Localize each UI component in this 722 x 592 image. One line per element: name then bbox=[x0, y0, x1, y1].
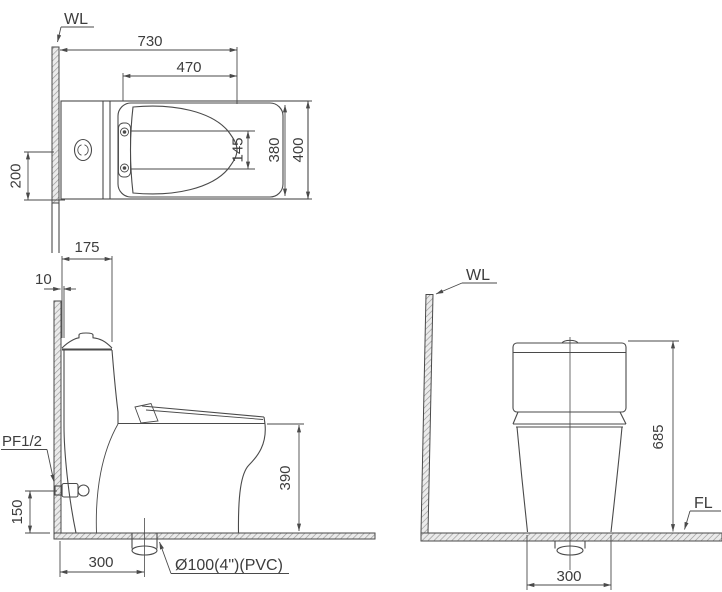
top-view-wall bbox=[51, 46, 60, 253]
supply-label: PF1/2 bbox=[2, 433, 42, 450]
dim-470-label: 470 bbox=[176, 59, 201, 76]
dim-685-label: 685 bbox=[650, 424, 667, 449]
dimension-200: 200 bbox=[8, 151, 65, 201]
drain-label: Ø100(4")(PVC) bbox=[175, 557, 283, 574]
side-view: 175 10 bbox=[1, 239, 376, 577]
dimension-175: 175 bbox=[61, 239, 113, 342]
floor-line-callout: FL bbox=[684, 495, 721, 530]
rear-view-floor bbox=[420, 532, 722, 542]
side-view-drain-pipe bbox=[131, 518, 158, 577]
dimension-470: 470 bbox=[122, 59, 238, 101]
rear-wall-line-label: WL bbox=[466, 267, 490, 284]
dimension-300-side: 300 bbox=[59, 541, 145, 577]
dimension-390: 390 bbox=[267, 423, 304, 532]
dimension-380: 380 bbox=[266, 104, 288, 197]
dimension-300-rear: 300 bbox=[526, 535, 612, 590]
dim-150-label: 150 bbox=[9, 499, 26, 524]
top-view-wall-line-callout: WL bbox=[57, 11, 94, 43]
side-view-floor bbox=[53, 532, 376, 540]
side-view-seat bbox=[118, 402, 266, 425]
side-view-tank bbox=[61, 332, 119, 426]
top-view: WL bbox=[8, 11, 312, 253]
dim-200-label: 200 bbox=[8, 163, 25, 188]
rear-wall-line-callout: WL bbox=[435, 267, 497, 295]
side-view-bowl bbox=[63, 423, 266, 534]
dimension-730: 730 bbox=[59, 33, 238, 104]
dim-380-label: 380 bbox=[266, 137, 283, 162]
dim-730-label: 730 bbox=[137, 33, 162, 50]
flush-button bbox=[73, 138, 93, 162]
dim-300-rear-label: 300 bbox=[556, 568, 581, 585]
dimension-400: 400 bbox=[284, 100, 312, 200]
dim-145-label: 145 bbox=[230, 137, 247, 162]
dim-300-side-label: 300 bbox=[88, 554, 113, 571]
dimension-685: 685 bbox=[628, 340, 679, 532]
rear-view-tank bbox=[512, 339, 627, 413]
dim-10-label: 10 bbox=[35, 271, 52, 288]
side-view-wall bbox=[53, 300, 62, 540]
dim-175-label: 175 bbox=[74, 239, 99, 256]
top-wall-line-label: WL bbox=[64, 11, 88, 28]
rear-view: WL FL bbox=[420, 267, 722, 590]
seat-outline bbox=[117, 102, 284, 198]
rear-view-pedestal bbox=[516, 337, 623, 570]
seat-hinge bbox=[118, 122, 131, 178]
rear-view-drain-pipe bbox=[554, 541, 586, 556]
floor-line-label: FL bbox=[694, 495, 713, 512]
drain-callout: Ø100(4")(PVC) bbox=[159, 541, 289, 574]
rear-view-wall bbox=[420, 294, 434, 534]
rear-view-seat bbox=[512, 411, 627, 428]
supply-callout: PF1/2 bbox=[1, 433, 55, 483]
dimension-150: 150 bbox=[9, 490, 57, 534]
dimension-10: 10 bbox=[35, 271, 76, 338]
dimension-145: 145 bbox=[230, 130, 251, 170]
dim-400-label: 400 bbox=[290, 137, 307, 162]
supply-valve bbox=[54, 482, 90, 498]
dim-390-label: 390 bbox=[277, 465, 294, 490]
